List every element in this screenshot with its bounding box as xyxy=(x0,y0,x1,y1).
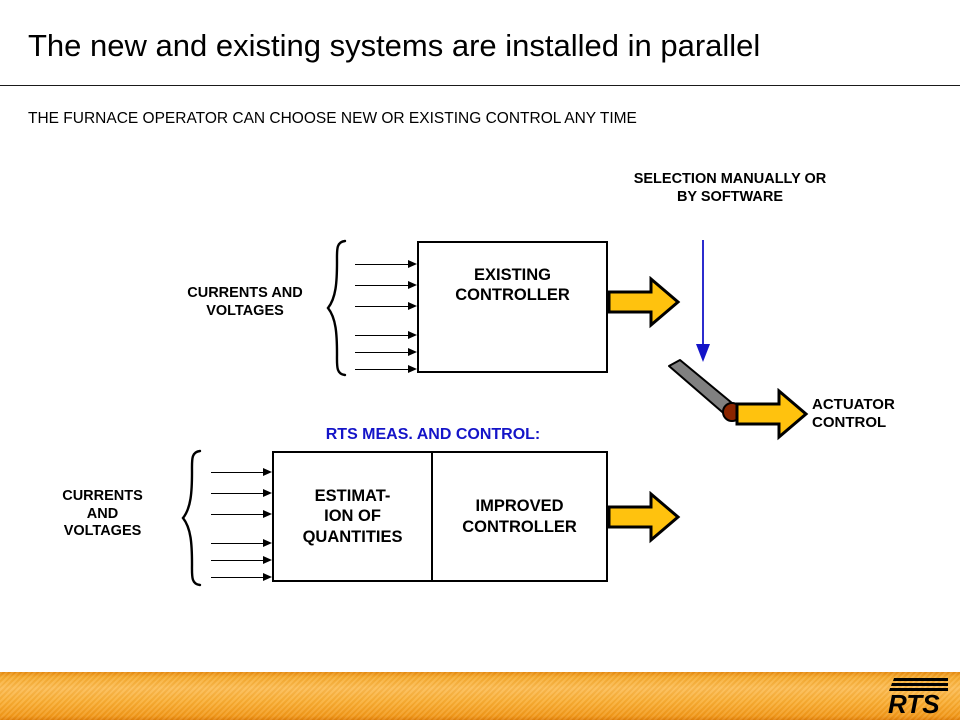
improved-controller-label: IMPROVED CONTROLLER xyxy=(462,497,577,536)
rts-output-arrow-icon xyxy=(607,491,681,544)
title-divider xyxy=(0,85,960,86)
rts-section-label: RTS MEAS. AND CONTROL: xyxy=(325,426,541,443)
rts-input-arrow xyxy=(211,556,272,565)
rts-input-arrow xyxy=(211,489,272,498)
rts-inputs-label: CURRENTS AND VOLTAGES xyxy=(62,488,143,540)
rts-logo-text: RTS xyxy=(888,689,940,718)
existing-inputs-brace xyxy=(326,239,347,377)
selection-arrow-icon xyxy=(696,240,710,362)
estimation-label: ESTIMAT- ION OF QUANTITIES xyxy=(302,486,403,546)
subtitle-text: THE FURNACE OPERATOR CAN CHOOSE NEW OR E… xyxy=(28,110,637,127)
existing-input-arrow xyxy=(355,331,417,340)
improved-controller-cell: IMPROVED CONTROLLER xyxy=(433,453,606,580)
existing-input-arrow xyxy=(355,365,417,374)
actuator-output-arrow-icon xyxy=(735,388,809,441)
existing-output-arrow-icon xyxy=(607,276,681,329)
existing-controller-box: EXISTING CONTROLLER xyxy=(417,241,608,373)
existing-inputs-label: CURRENTS AND VOLTAGES xyxy=(187,285,303,319)
page-title: The new and existing systems are install… xyxy=(28,28,761,63)
existing-input-arrow xyxy=(355,260,417,269)
rts-input-arrow xyxy=(211,510,272,519)
footer-band xyxy=(0,672,960,720)
rts-input-arrow xyxy=(211,573,272,582)
rts-input-arrow xyxy=(211,468,272,477)
existing-input-arrow xyxy=(355,281,417,290)
rts-system-box: ESTIMAT- ION OF QUANTITIES IMPROVED CONT… xyxy=(272,451,608,582)
existing-input-arrow xyxy=(355,302,417,311)
rts-logo: RTS xyxy=(888,678,948,718)
rts-input-arrow xyxy=(211,539,272,548)
existing-controller-label: EXISTING CONTROLLER xyxy=(455,266,570,305)
estimation-cell: ESTIMAT- ION OF QUANTITIES xyxy=(274,453,434,580)
selection-note-label: SELECTION MANUALLY OR BY SOFTWARE xyxy=(633,171,827,205)
rts-inputs-brace xyxy=(181,449,202,587)
actuator-control-label: ACTUATOR CONTROL xyxy=(812,396,895,432)
existing-input-arrow xyxy=(355,348,417,357)
